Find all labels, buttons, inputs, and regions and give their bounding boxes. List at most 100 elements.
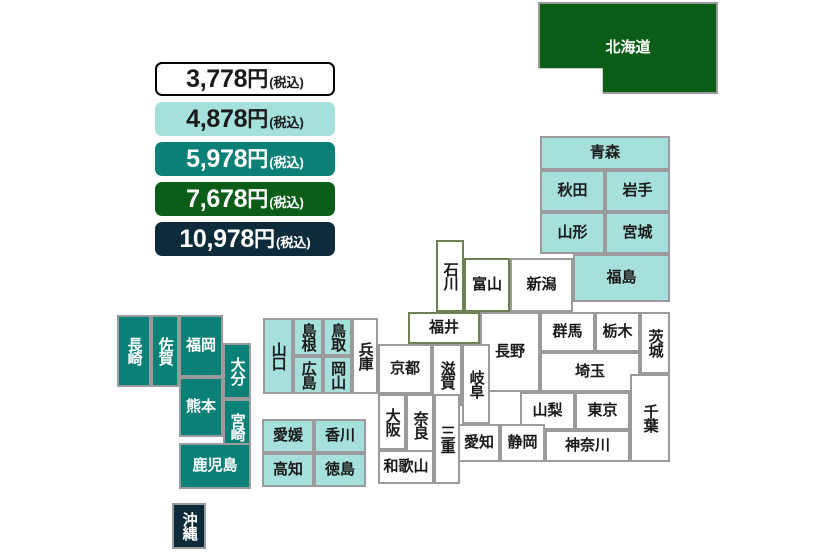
prefecture-山形[interactable]: 山形 (540, 212, 605, 254)
legend-currency-unit: 円 (247, 147, 269, 171)
prefecture-label: 滋賀 (438, 361, 456, 389)
prefecture-福岡[interactable]: 福岡 (179, 315, 223, 377)
prefecture-徳島[interactable]: 徳島 (314, 453, 366, 487)
prefecture-label: 奈良 (411, 411, 429, 439)
prefecture-広島[interactable]: 広島 (293, 356, 323, 394)
prefecture-label: 愛媛 (272, 427, 303, 445)
prefecture-label: 岩手 (622, 182, 653, 200)
prefecture-栃木[interactable]: 栃木 (595, 312, 640, 352)
prefecture-大阪[interactable]: 大阪 (378, 394, 406, 450)
legend-tax-note: (税込) (269, 194, 304, 210)
legend-price-value: 4,878 (186, 104, 248, 133)
legend-price-value: 3,778 (186, 64, 248, 93)
prefecture-京都[interactable]: 京都 (378, 344, 432, 394)
prefecture-label: 広島 (299, 361, 317, 389)
prefecture-label: 北海道 (605, 39, 651, 57)
prefecture-東京[interactable]: 東京 (575, 392, 630, 430)
prefecture-label: 宮城 (622, 224, 653, 242)
prefecture-label: 長野 (494, 343, 525, 361)
prefecture-愛知[interactable]: 愛知 (458, 424, 500, 462)
prefecture-沖縄[interactable]: 沖縄 (172, 503, 206, 549)
prefecture-長崎[interactable]: 長崎 (117, 315, 151, 387)
prefecture-高知[interactable]: 高知 (262, 453, 314, 487)
prefecture-福島[interactable]: 福島 (573, 254, 670, 302)
legend-price-value: 10,978 (179, 224, 254, 253)
prefecture-鳥取[interactable]: 鳥取 (323, 318, 352, 356)
prefecture-北海道[interactable]: 北海道 (538, 2, 718, 94)
prefecture-岡山[interactable]: 岡山 (323, 356, 352, 394)
prefecture-香川[interactable]: 香川 (314, 419, 366, 453)
prefecture-label: 大阪 (383, 408, 401, 436)
prefecture-label: 福岡 (185, 337, 216, 355)
legend-tax-note: (税込) (269, 74, 304, 90)
prefecture-岐阜[interactable]: 岐阜 (462, 344, 490, 424)
prefecture-label: 新潟 (526, 276, 557, 294)
prefecture-静岡[interactable]: 静岡 (500, 424, 545, 462)
prefecture-label: 香川 (324, 427, 355, 445)
prefecture-label: 富山 (471, 276, 502, 294)
prefecture-label: 鳥取 (329, 323, 347, 351)
legend-tax-note: (税込) (269, 154, 304, 170)
prefecture-label: 東京 (587, 402, 618, 420)
prefecture-熊本[interactable]: 熊本 (179, 377, 223, 437)
prefecture-鹿児島[interactable]: 鹿児島 (179, 443, 251, 489)
legend-currency-unit: 円 (254, 227, 275, 251)
prefecture-label: 神奈川 (564, 437, 610, 455)
prefecture-label: 秋田 (557, 182, 588, 200)
prefecture-佐賀[interactable]: 佐賀 (151, 315, 179, 387)
prefecture-label: 高知 (272, 461, 303, 479)
prefecture-青森[interactable]: 青森 (540, 136, 670, 170)
prefecture-愛媛[interactable]: 愛媛 (262, 419, 314, 453)
prefecture-宮城[interactable]: 宮城 (605, 212, 670, 254)
prefecture-label: 岐阜 (467, 370, 485, 398)
prefecture-label: 岡山 (329, 361, 347, 389)
prefecture-千葉[interactable]: 千葉 (630, 374, 670, 462)
prefecture-秋田[interactable]: 秋田 (540, 170, 605, 212)
prefecture-富山[interactable]: 富山 (464, 258, 510, 312)
prefecture-山口[interactable]: 山口 (263, 318, 293, 394)
prefecture-神奈川[interactable]: 神奈川 (545, 430, 630, 462)
prefecture-label: 大分 (228, 357, 246, 385)
legend-currency-unit: 円 (247, 107, 269, 131)
prefecture-群馬[interactable]: 群馬 (540, 312, 595, 352)
prefecture-奈良[interactable]: 奈良 (406, 394, 434, 456)
prefecture-label: 群馬 (552, 323, 583, 341)
prefecture-label: 兵庫 (356, 342, 374, 370)
prefecture-label: 山梨 (532, 402, 563, 420)
prefecture-大分[interactable]: 大分 (223, 343, 251, 399)
prefecture-label: 熊本 (185, 398, 216, 416)
prefecture-label: 福島 (606, 269, 637, 287)
prefecture-label: 栃木 (602, 323, 633, 341)
prefecture-岩手[interactable]: 岩手 (605, 170, 670, 212)
prefecture-label: 山口 (269, 342, 287, 370)
prefecture-label: 石川 (441, 262, 459, 290)
prefecture-新潟[interactable]: 新潟 (510, 258, 573, 312)
prefecture-埼玉[interactable]: 埼玉 (540, 352, 640, 392)
prefecture-福井[interactable]: 福井 (408, 312, 480, 344)
legend-tax-note: (税込) (269, 114, 304, 130)
prefecture-label: 三重 (438, 425, 456, 453)
prefecture-label: 佐賀 (156, 337, 174, 365)
prefecture-和歌山[interactable]: 和歌山 (378, 450, 434, 484)
prefecture-島根[interactable]: 島根 (293, 318, 323, 356)
prefecture-三重[interactable]: 三重 (434, 394, 460, 484)
prefecture-label: 福井 (428, 319, 459, 337)
legend-currency-unit: 円 (247, 187, 269, 211)
prefecture-label: 京都 (389, 360, 420, 378)
prefecture-label: 宮崎 (228, 413, 246, 441)
prefecture-兵庫[interactable]: 兵庫 (352, 318, 378, 394)
prefecture-label: 青森 (589, 144, 620, 162)
legend-currency-unit: 円 (247, 67, 269, 91)
prefecture-label: 島根 (299, 323, 317, 351)
prefecture-石川[interactable]: 石川 (436, 240, 464, 312)
prefecture-茨城[interactable]: 茨城 (640, 312, 670, 374)
prefecture-label: 鹿児島 (192, 457, 238, 475)
